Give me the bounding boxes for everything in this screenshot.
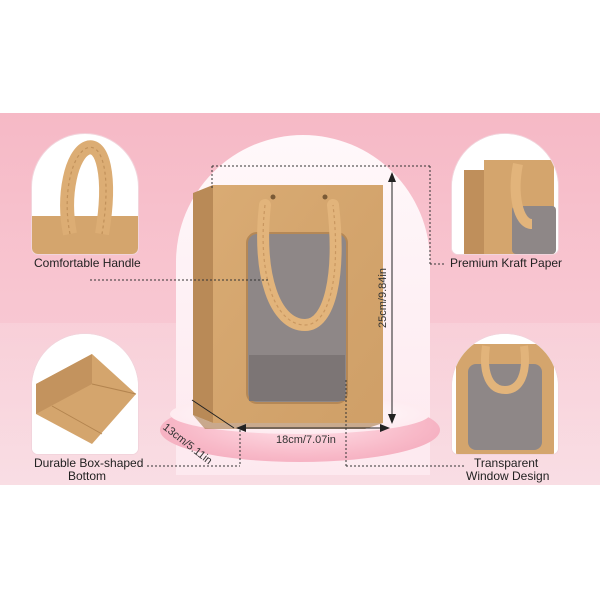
bottom-closeup-thumbnail <box>32 334 138 454</box>
width-dimension-label: 18cm/7.07in <box>276 434 336 446</box>
kraft-gift-bag <box>193 185 383 429</box>
handle-label: Comfortable Handle <box>34 256 141 270</box>
window-closeup-thumbnail <box>452 334 558 454</box>
depth-dimension-line <box>191 399 235 429</box>
handle-closeup-thumbnail <box>32 134 138 254</box>
window-label-line2: Window Design <box>466 469 550 483</box>
height-dimension-label: 25cm/9.84in <box>376 268 389 328</box>
bottom-label-line2: Bottom <box>68 469 107 483</box>
kraft-paper-label: Premium Kraft Paper <box>450 256 563 270</box>
kraft-paper-thumbnail <box>452 134 558 254</box>
window-label-line1: Transparent <box>474 456 539 470</box>
bottom-label-line1: Durable Box-shaped <box>34 456 144 470</box>
